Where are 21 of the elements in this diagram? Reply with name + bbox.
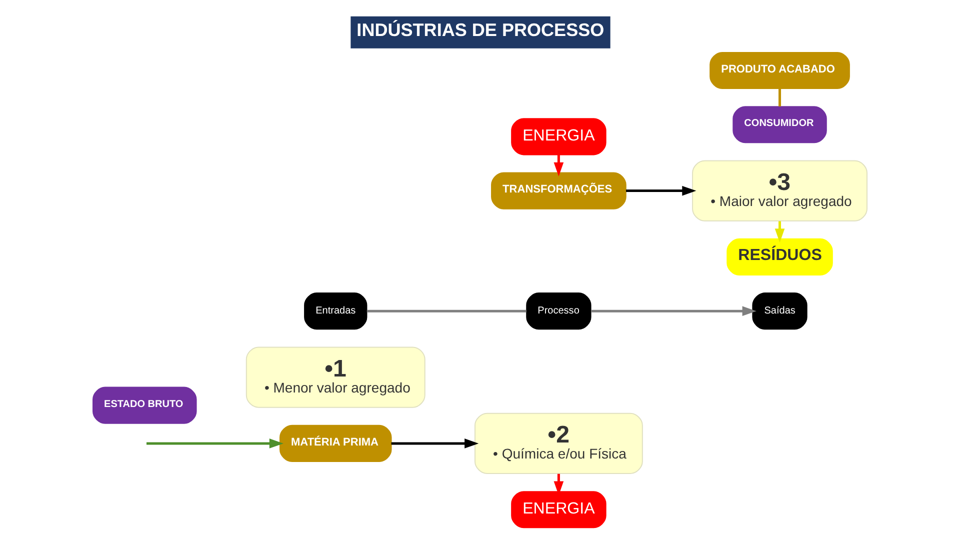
node-box: •1 • Menor valor agregado xyxy=(246,346,426,408)
node-box: PRODUTO ACABADO xyxy=(710,52,850,90)
node-box: Entradas xyxy=(304,292,368,330)
connector xyxy=(778,88,782,106)
connector xyxy=(366,310,526,312)
arrow xyxy=(146,438,284,448)
node-box: Saídas xyxy=(752,292,808,330)
node-box: •2 • Química e/ou Física xyxy=(474,412,643,474)
node-box: TRANSFORMAÇÕES xyxy=(491,172,626,210)
node-box: ENERGIA xyxy=(511,491,606,528)
diagram-title: INDÚSTRIAS DE PROCESSO xyxy=(356,20,604,40)
node-box: MATÉRIA PRIMA xyxy=(279,424,392,462)
arrow xyxy=(626,186,696,196)
arrow xyxy=(591,306,756,316)
node-box: ENERGIA xyxy=(511,118,606,156)
arrow xyxy=(391,438,479,448)
node-box: ESTADO BRUTO xyxy=(92,386,197,424)
node-box: CONSUMIDOR xyxy=(732,106,827,144)
node-box: RESÍDUOS xyxy=(726,238,833,276)
node-box: Processo xyxy=(526,292,592,330)
node-box: •3 • Maior valor agregado xyxy=(692,160,868,222)
